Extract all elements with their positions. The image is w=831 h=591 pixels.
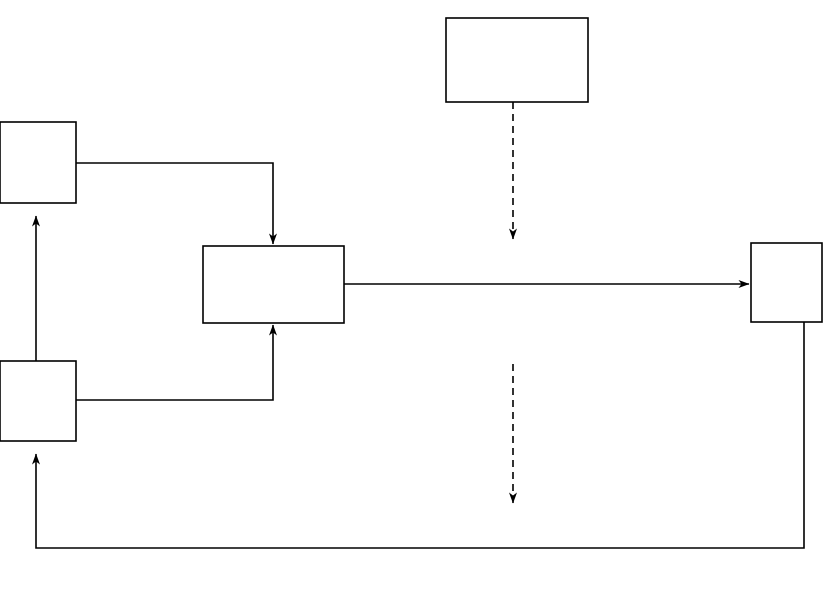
node-top-center[interactable] bbox=[445, 17, 589, 103]
node-top-left[interactable] bbox=[0, 121, 77, 204]
node-bottom-left-rect[interactable] bbox=[0, 360, 77, 442]
node-right[interactable] bbox=[750, 242, 823, 323]
node-middle-rect[interactable] bbox=[202, 245, 345, 324]
edge-top-left-to-middle[interactable] bbox=[76, 162, 277, 245]
node-top-center-rect[interactable] bbox=[445, 17, 589, 103]
edge-right-feedback-to-bottom-left[interactable] bbox=[32, 322, 805, 549]
edge-bottom-left-to-middle[interactable] bbox=[76, 324, 277, 401]
nodes-layer bbox=[0, 17, 823, 442]
node-bottom-left[interactable] bbox=[0, 360, 77, 442]
edges-layer bbox=[32, 102, 805, 549]
node-top-left-rect[interactable] bbox=[0, 121, 77, 204]
node-right-rect[interactable] bbox=[750, 242, 823, 323]
node-middle[interactable] bbox=[202, 245, 345, 324]
